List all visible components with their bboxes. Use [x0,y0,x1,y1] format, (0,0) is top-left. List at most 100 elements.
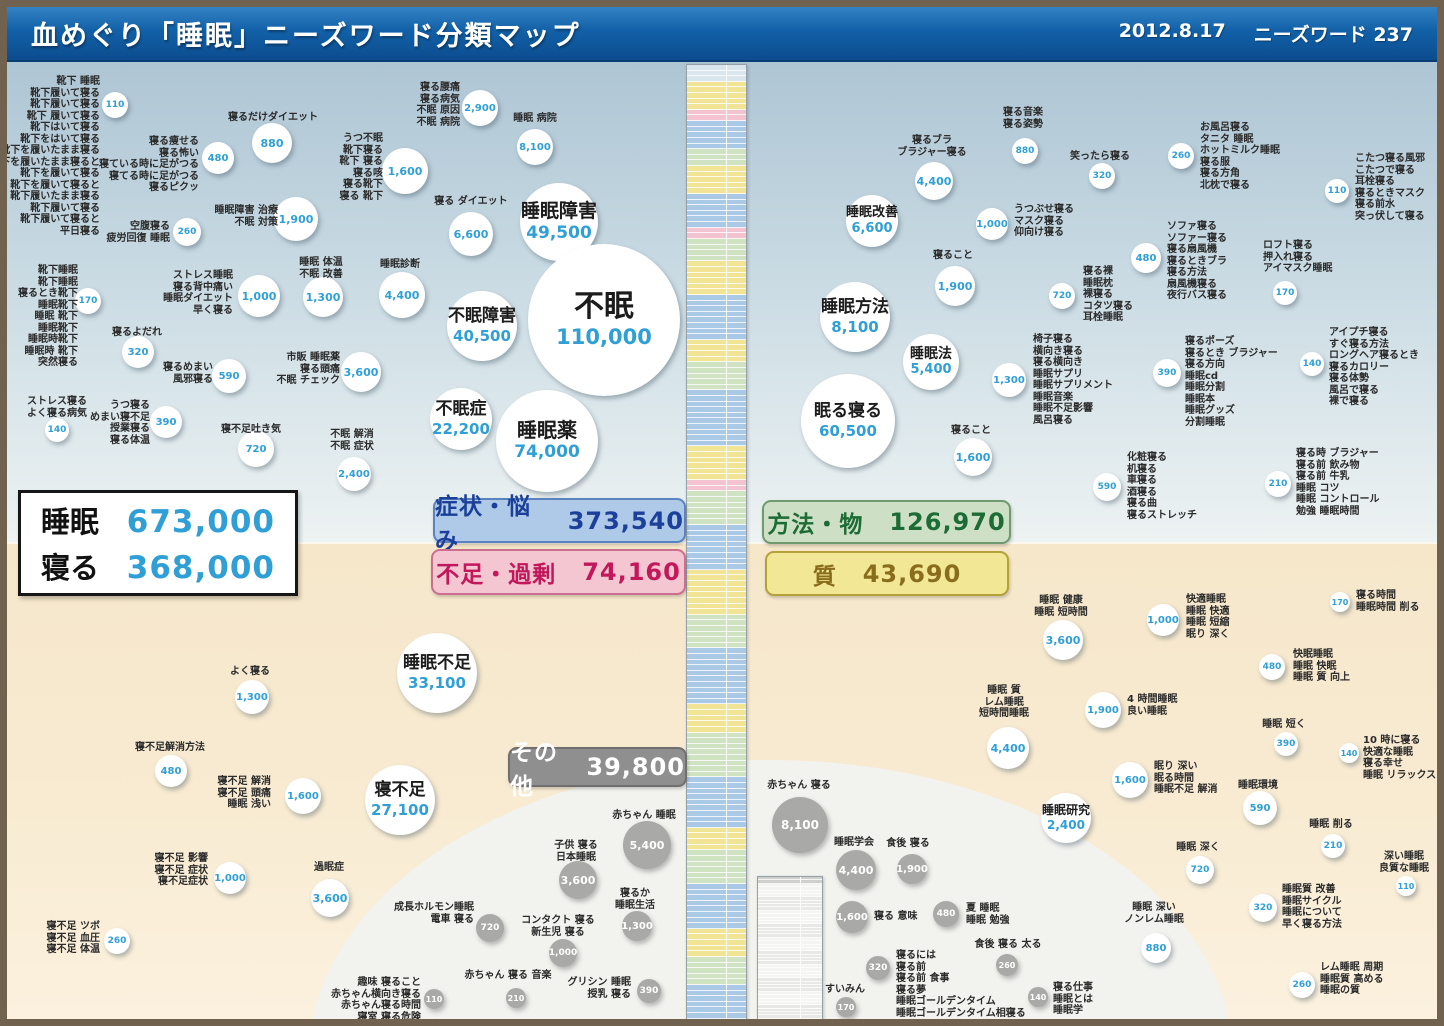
strip-row [687,743,746,750]
keyword-label: 化粧寝る [1127,452,1167,463]
keyword-bubble: 210 [1265,471,1291,497]
strip-row [687,653,746,660]
strip-row [687,850,746,856]
bubble-value: 60,500 [819,421,877,440]
strip-row [687,575,746,582]
strip-row [687,132,746,138]
strip-row [687,715,746,722]
keyword-bubble: 1,900 [896,854,928,884]
keyword-label: 寝る腰痛 [420,82,460,93]
keyword-bubble: 110 [424,989,444,1009]
keyword-label: 眠り 深く [1186,628,1230,640]
keyword-label: 睡眠 短時間 [1034,606,1088,618]
keyword-bubble: 260 [1168,143,1194,169]
strip-row [687,463,746,469]
keyword-label: 靴下履いて寝ると [20,214,100,225]
strip-row [687,154,746,161]
keyword-bubble: 1,600 [836,901,868,933]
keyword-label: 寝る背中痛い [173,281,233,293]
totals-legend-box: 睡眠 673,000 寝る 368,000 [18,490,298,596]
keyword-labels: ソファ寝るソファー寝る寝る扇風機寝るときブラ寝る方法扇風機寝る夜行バス寝る [1167,221,1227,302]
keyword-label: 寝る靴下 [343,179,383,190]
strip-row [687,126,746,133]
keyword-label: 椅子寝る [1033,334,1073,345]
keyword-label: ストレス寝る [27,396,87,407]
strip-row [758,910,822,915]
keyword-label: 睡眠について [1282,907,1342,918]
keyword-labels: 睡眠 深く [1176,842,1219,854]
bubble-value: 22,200 [432,419,490,438]
keyword-bubble: 170 [1330,592,1350,612]
strip-row [687,508,746,514]
keyword-label: うつぶせ寝る [1014,204,1074,215]
keyword-label: うつ寝る [110,400,150,411]
strip-row [687,788,746,795]
keyword-labels: 深い睡眠良質な睡眠 [1379,851,1429,874]
keyword-label: 睡眠cd [1185,370,1219,382]
keyword-label: 分割睡眠 [1185,416,1225,428]
keyword-labels: 空腹寝る疲労回復 睡眠 [107,221,170,244]
keyword-label: 不眠 解消 [330,429,374,440]
strip-row [687,65,746,71]
keyword-labels: 寝ること [951,425,991,437]
keyword-label: 良い睡眠 [1127,705,1167,717]
strip-row [758,877,822,881]
keyword-label: 平日寝る [60,225,100,237]
keyword-label: 睡眠本 [1185,393,1215,405]
strip-row [687,928,746,935]
keyword-labels: よく寝る [230,666,270,678]
bubble-keyword: 不眠症 [435,399,487,420]
keyword-label: 睡眠 短く [1262,719,1306,730]
keyword-label: 睡眠ゴールデンタイム [896,996,996,1007]
strip-row [687,979,746,985]
keyword-label: 寝る仕事 [1053,982,1093,993]
strip-row [687,440,746,447]
strip-row [687,468,746,475]
strip-row [687,160,746,166]
bubble-value: 49,500 [526,222,592,243]
strip-row [687,625,746,632]
strip-column-divider [725,65,727,1021]
keyword-labels: 10 時に寝る快適な睡眠寝る幸せ睡眠 リラックス [1363,735,1436,781]
category-value: 126,970 [889,508,1006,536]
strip-row [687,698,746,705]
strip-row [758,995,822,999]
keyword-labels: 成長ホルモン睡眠電車 寝る [394,902,474,925]
strip-row [758,1005,822,1009]
keyword-label: 子供 寝る [554,840,598,851]
bubble-keyword: 眠る寝る [814,401,882,422]
strip-row [687,137,746,144]
keyword-label: 風呂寝る [1033,414,1073,426]
strip-row [758,904,822,908]
keyword-labels: 睡眠 深いノンレム睡眠 [1124,902,1184,925]
keyword-subtable-strip [757,876,823,1020]
keyword-bubble: 110 [102,92,128,118]
keyword-labels: 睡眠 病院 [513,113,556,125]
strip-row [687,564,746,570]
strip-row [687,665,746,671]
keyword-label: 靴下睡眠 [38,265,78,276]
keyword-bubble: 390 [1274,732,1298,756]
strip-row [758,893,822,898]
keyword-label: 寝る方向 [1185,359,1225,370]
strip-row [687,194,746,200]
strip-row [687,81,746,88]
strip-row [687,362,746,368]
keyword-label: 車寝る [1127,475,1157,486]
strip-row [687,306,746,312]
strip-row [687,923,746,929]
keyword-label: 赤ちゃん 寝る 音楽 [464,970,552,981]
strip-row [687,171,746,178]
strip-row [687,530,746,537]
keyword-label: 笑ったら寝る [1070,151,1130,162]
keyword-label: 睡眠不足影響 [1033,403,1093,414]
keyword-label: 睡眠グッズ [1185,405,1235,416]
strip-row [687,855,746,862]
strip-row [687,872,746,879]
keyword-label: 日本睡眠 [555,851,596,863]
strip-column-divider [800,877,802,1019]
strip-row [687,255,746,262]
keyword-label: 睡眠 浅い [227,799,271,810]
